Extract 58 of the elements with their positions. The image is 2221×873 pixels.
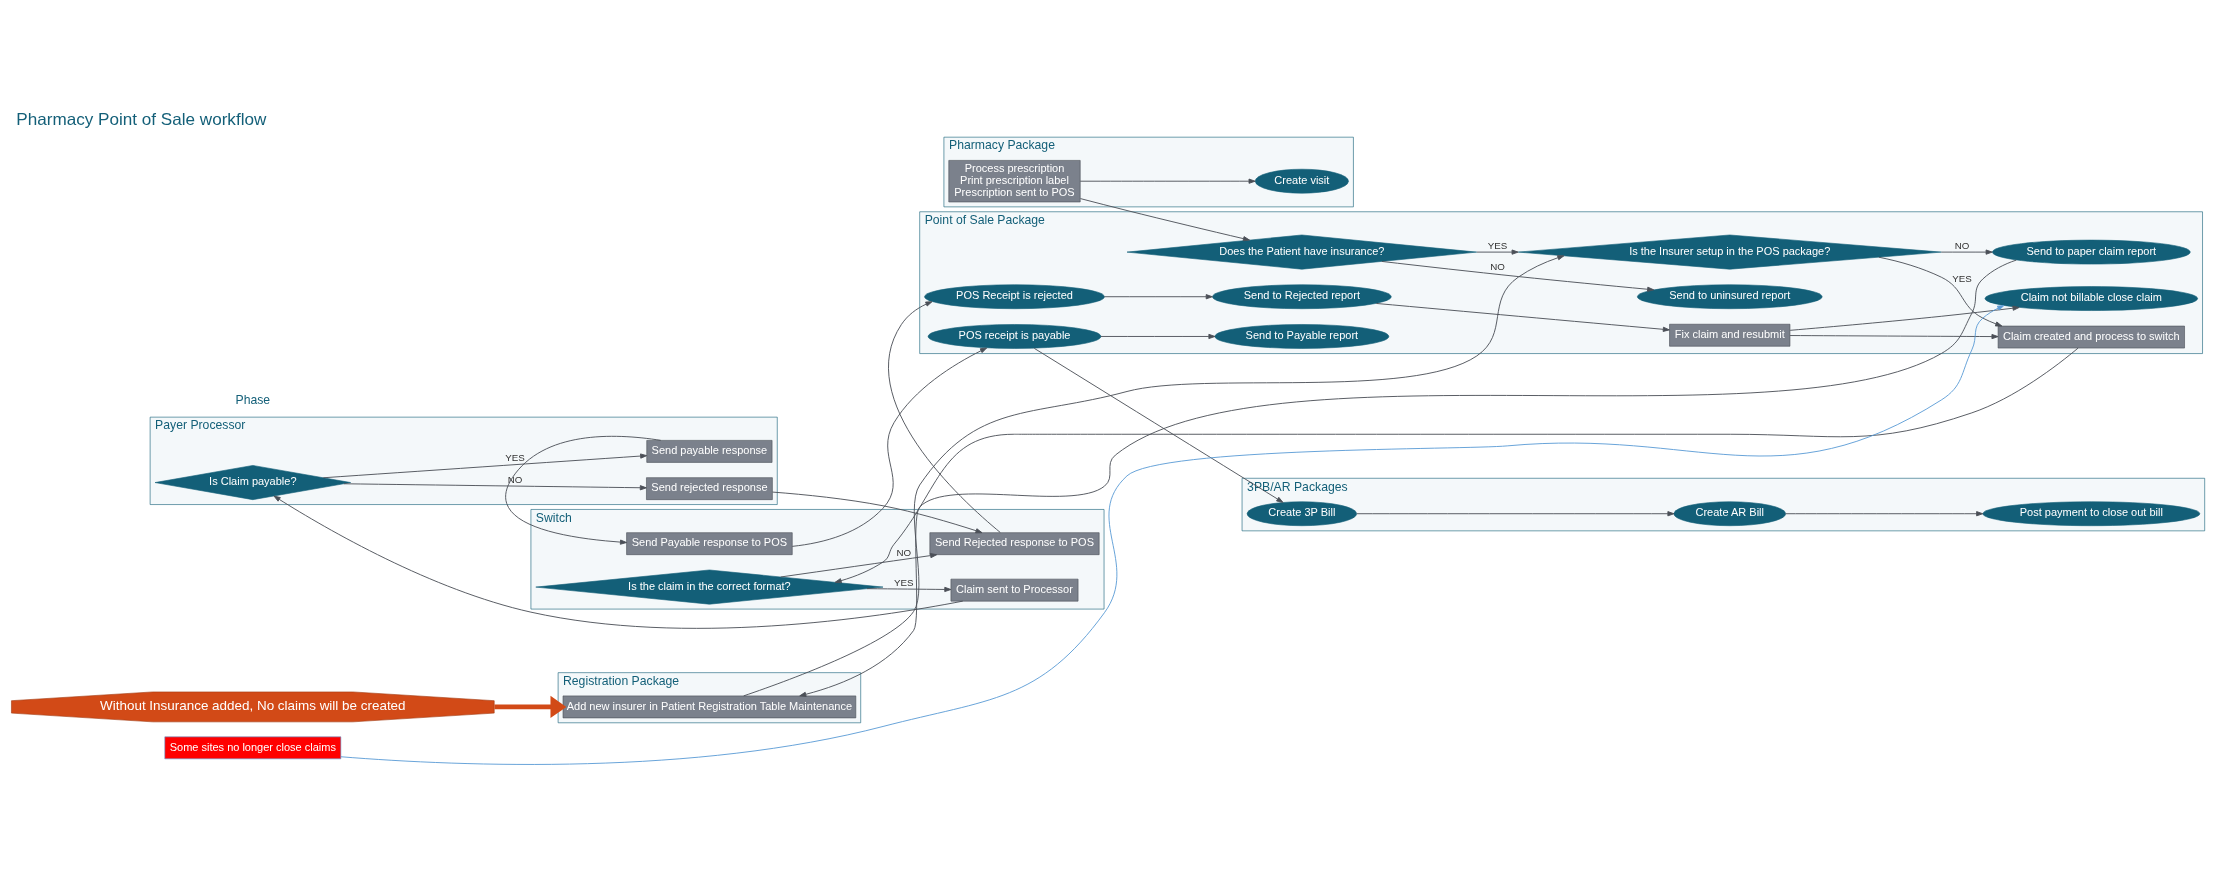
arrow xyxy=(888,301,1001,533)
arrow xyxy=(791,347,988,547)
arrow xyxy=(772,491,983,534)
node-diamond: Is the claim in the correct format? xyxy=(535,569,884,605)
arrow xyxy=(834,347,2079,584)
arrow xyxy=(1940,249,1993,255)
arrow xyxy=(1080,198,1250,242)
arrow xyxy=(1785,511,1984,517)
node-box: Send payable response xyxy=(646,440,773,463)
node-diamond: Is the Insurer setup in the POS package? xyxy=(1517,234,1942,270)
arrow xyxy=(343,483,647,491)
label: Phase xyxy=(235,393,271,408)
arrow xyxy=(273,495,964,629)
arrow xyxy=(1789,333,1999,340)
arrow xyxy=(743,255,1565,697)
arrow xyxy=(780,553,938,578)
node-box: Send rejected response xyxy=(646,477,773,500)
node-box: Some sites no longer close claims xyxy=(164,736,342,760)
arrow xyxy=(1100,333,1216,340)
edge-label: NO xyxy=(507,474,523,486)
node-ellipse: Create AR Bill xyxy=(1673,501,1786,526)
arrow xyxy=(1375,303,1670,332)
arrow xyxy=(1476,249,1519,255)
node-box: Send Rejected response to POS xyxy=(929,532,1100,555)
arrow xyxy=(1079,178,1256,184)
arrow xyxy=(340,305,2005,765)
arrow xyxy=(1356,511,1675,517)
node-ellipse: Send to Payable report xyxy=(1214,324,1390,349)
arrow xyxy=(1104,294,1213,300)
node-box: Add new insurer in Patient Registration Table Maintenance xyxy=(562,695,857,719)
arrow xyxy=(322,453,648,479)
arrow xyxy=(1033,347,1284,503)
arrow xyxy=(505,435,662,545)
arrow xyxy=(1381,260,1655,292)
node-ellipse: Post payment to close out bill xyxy=(1982,501,2201,526)
node-box: Fix claim and resubmit xyxy=(1669,323,1791,347)
diagram-title: Pharmacy Point of Sale workflow xyxy=(16,109,267,129)
node-box: Process prescription Print prescription label Prescription sent to POS xyxy=(948,160,1081,203)
node-box: Claim created and process to switch xyxy=(1997,325,2185,349)
node-ellipse: POS receipt is payable xyxy=(927,324,1102,349)
node-ellipse: Create visit xyxy=(1254,168,1349,194)
edge-label: NO xyxy=(896,546,912,558)
node-ellipse: Send to Rejected report xyxy=(1212,284,1392,309)
edge-label: NO xyxy=(1490,261,1505,273)
arrow xyxy=(1789,305,2020,331)
node-ellipse: Create 3P Bill xyxy=(1246,501,1357,526)
edge-label: YES xyxy=(1487,239,1508,251)
edge-label: YES xyxy=(894,576,914,588)
arrow xyxy=(494,695,567,718)
node-ellipse: Send to paper claim report xyxy=(1992,239,2191,265)
edge-label: YES xyxy=(1952,272,1972,284)
arrow xyxy=(1878,256,2003,327)
arrow xyxy=(799,259,2017,697)
node-box: Send Payable response to POS xyxy=(626,532,793,555)
edge-label: YES xyxy=(505,452,525,464)
arrow xyxy=(866,586,952,593)
edge-label: NO xyxy=(1954,239,1970,251)
node-box: Claim sent to Processor xyxy=(950,578,1079,602)
